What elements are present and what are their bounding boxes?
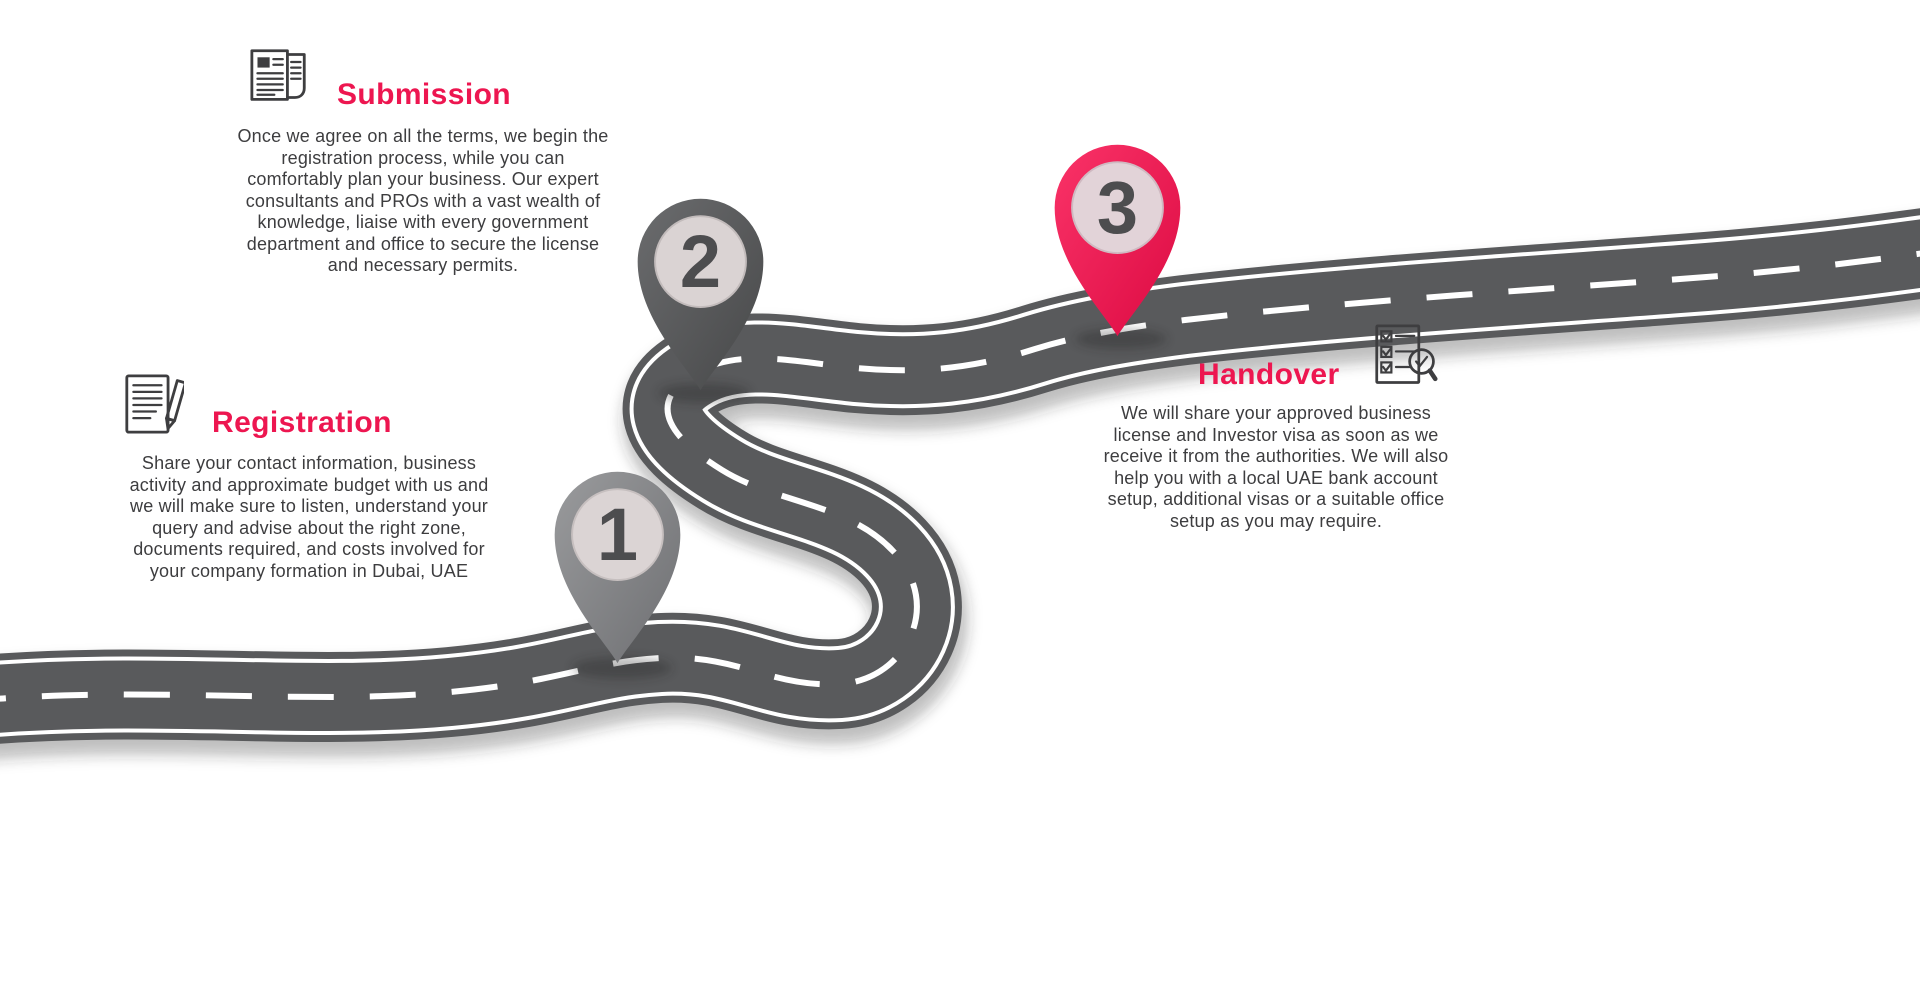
step-title-handover: Handover [1198, 358, 1340, 391]
step-title-submission: Submission [337, 78, 512, 111]
step-description-submission: Once we agree on all the terms, we begin… [237, 126, 609, 275]
checklist-magnifier-icon [1374, 322, 1438, 395]
newspaper-documents-icon [248, 47, 310, 110]
pin-shape-pink [1054, 144, 1181, 337]
map-pin-2: 2 [628, 192, 773, 395]
map-pin-1: 1 [545, 465, 690, 668]
document-pencil-icon [124, 372, 187, 441]
step-description-registration: Share your contact information, business… [129, 453, 489, 581]
pin-number-2: 2 [679, 220, 722, 303]
step-title-registration: Registration [212, 406, 392, 439]
pin-number-3: 3 [1096, 166, 1139, 249]
pin-shape-gray [554, 471, 681, 664]
step-description-handover: We will share your approved business lic… [1103, 403, 1449, 531]
pin-number-1: 1 [596, 493, 639, 576]
map-pin-3: 3 [1045, 138, 1190, 341]
pin-shape-dark-gray [637, 198, 764, 391]
